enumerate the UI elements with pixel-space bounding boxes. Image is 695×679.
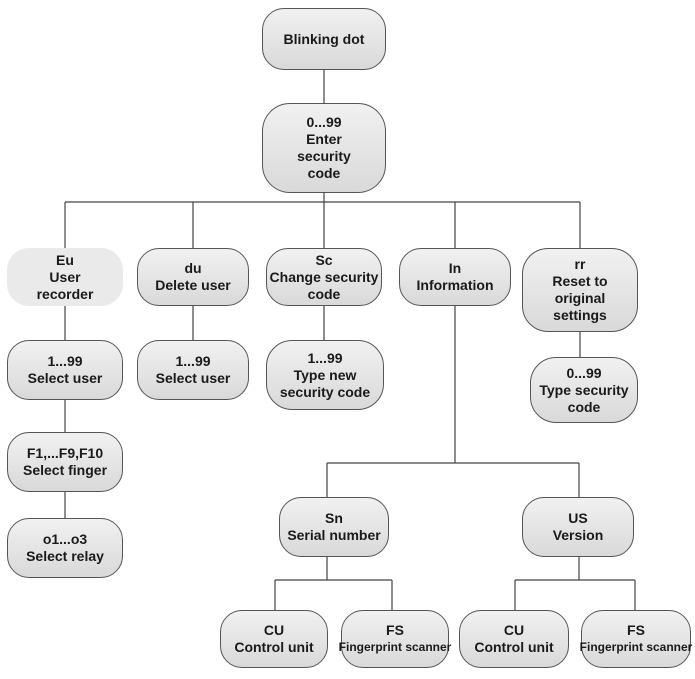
us-control-unit-node: CU Control unit <box>459 610 569 668</box>
type-security-code-range: 0...99 <box>566 364 602 381</box>
reset-settings-node: rr Reset to original settings <box>522 248 638 332</box>
type-new-code-range: 1...99 <box>307 349 343 366</box>
blinking-dot-node: Blinking dot <box>262 8 386 70</box>
enter-code-line-3: security <box>297 148 351 164</box>
enter-code-line-4: code <box>307 165 341 181</box>
serial-number-node: Sn Serial number <box>279 497 389 557</box>
delete-user-label: Delete user <box>155 277 231 293</box>
us-control-unit-label: Control unit <box>474 639 554 655</box>
reset-line-2: original <box>554 290 606 306</box>
user-recorder-node: Eu User recorder <box>7 248 123 306</box>
select-user-range: 1...99 <box>47 353 83 369</box>
enter-code-range: 0...99 <box>306 114 342 130</box>
select-relay-range: o1...o3 <box>42 531 88 547</box>
sn-control-unit-node: CU Control unit <box>220 610 328 668</box>
select-user-node: 1...99 Select user <box>7 340 123 400</box>
reset-line-3: settings <box>553 307 607 323</box>
type-new-code-line-1: Type new <box>293 366 357 383</box>
select-finger-node: F1,...F9,F10 Select finger <box>7 432 123 492</box>
sn-fingerprint-scanner-label: Fingerprint scanner <box>338 640 452 654</box>
information-code: In <box>448 260 462 276</box>
reset-line-1: Reset to <box>552 273 608 289</box>
version-code: US <box>568 510 588 526</box>
enter-security-code-node: 0...99 Enter security code <box>262 103 386 193</box>
user-recorder-line-1: User <box>49 268 81 285</box>
version-node: US Version <box>522 497 634 557</box>
sn-fingerprint-scanner-code: FS <box>386 622 404 638</box>
us-fingerprint-scanner-label: Fingerprint scanner <box>579 640 693 654</box>
type-new-code-line-2: security code <box>279 383 371 400</box>
select-user-label: Select user <box>27 370 103 386</box>
delete-user-node: du Delete user <box>137 248 249 306</box>
change-code-line-1: Change security <box>269 268 379 285</box>
us-fingerprint-scanner-code: FS <box>627 622 645 638</box>
information-node: In Information <box>399 248 511 306</box>
us-fingerprint-scanner-node: FS Fingerprint scanner <box>579 610 693 668</box>
change-security-code-node: Sc Change security code <box>266 248 382 306</box>
us-control-unit-code: CU <box>503 622 525 638</box>
serial-number-label: Serial number <box>287 527 381 543</box>
select-finger-label: Select finger <box>22 462 108 478</box>
select-relay-label: Select relay <box>26 548 104 564</box>
type-security-code-line-1: Type security <box>539 381 629 398</box>
change-code-line-2: code <box>307 285 341 302</box>
delete-select-user-label: Select user <box>155 370 231 386</box>
version-label: Version <box>552 527 604 543</box>
delete-select-user-range: 1...99 <box>175 353 211 369</box>
information-label: Information <box>416 277 494 293</box>
serial-number-code: Sn <box>325 510 343 526</box>
type-security-code-node: 0...99 Type security code <box>530 357 638 423</box>
reset-code: rr <box>574 256 586 272</box>
delete-user-code: du <box>184 260 202 276</box>
type-security-code-line-2: code <box>567 398 601 415</box>
delete-select-user-node: 1...99 Select user <box>137 340 249 400</box>
sn-control-unit-code: CU <box>263 622 285 638</box>
change-code-code: Sc <box>315 251 333 268</box>
select-finger-range: F1,...F9,F10 <box>26 445 104 461</box>
sn-control-unit-label: Control unit <box>234 639 314 655</box>
sn-fingerprint-scanner-node: FS Fingerprint scanner <box>338 610 452 668</box>
type-new-code-node: 1...99 Type new security code <box>266 340 384 410</box>
user-recorder-code: Eu <box>56 251 74 268</box>
enter-code-line-2: Enter <box>306 131 342 147</box>
user-recorder-line-2: recorder <box>36 285 94 302</box>
blinking-dot-label: Blinking dot <box>283 30 365 47</box>
select-relay-node: o1...o3 Select relay <box>7 518 123 578</box>
